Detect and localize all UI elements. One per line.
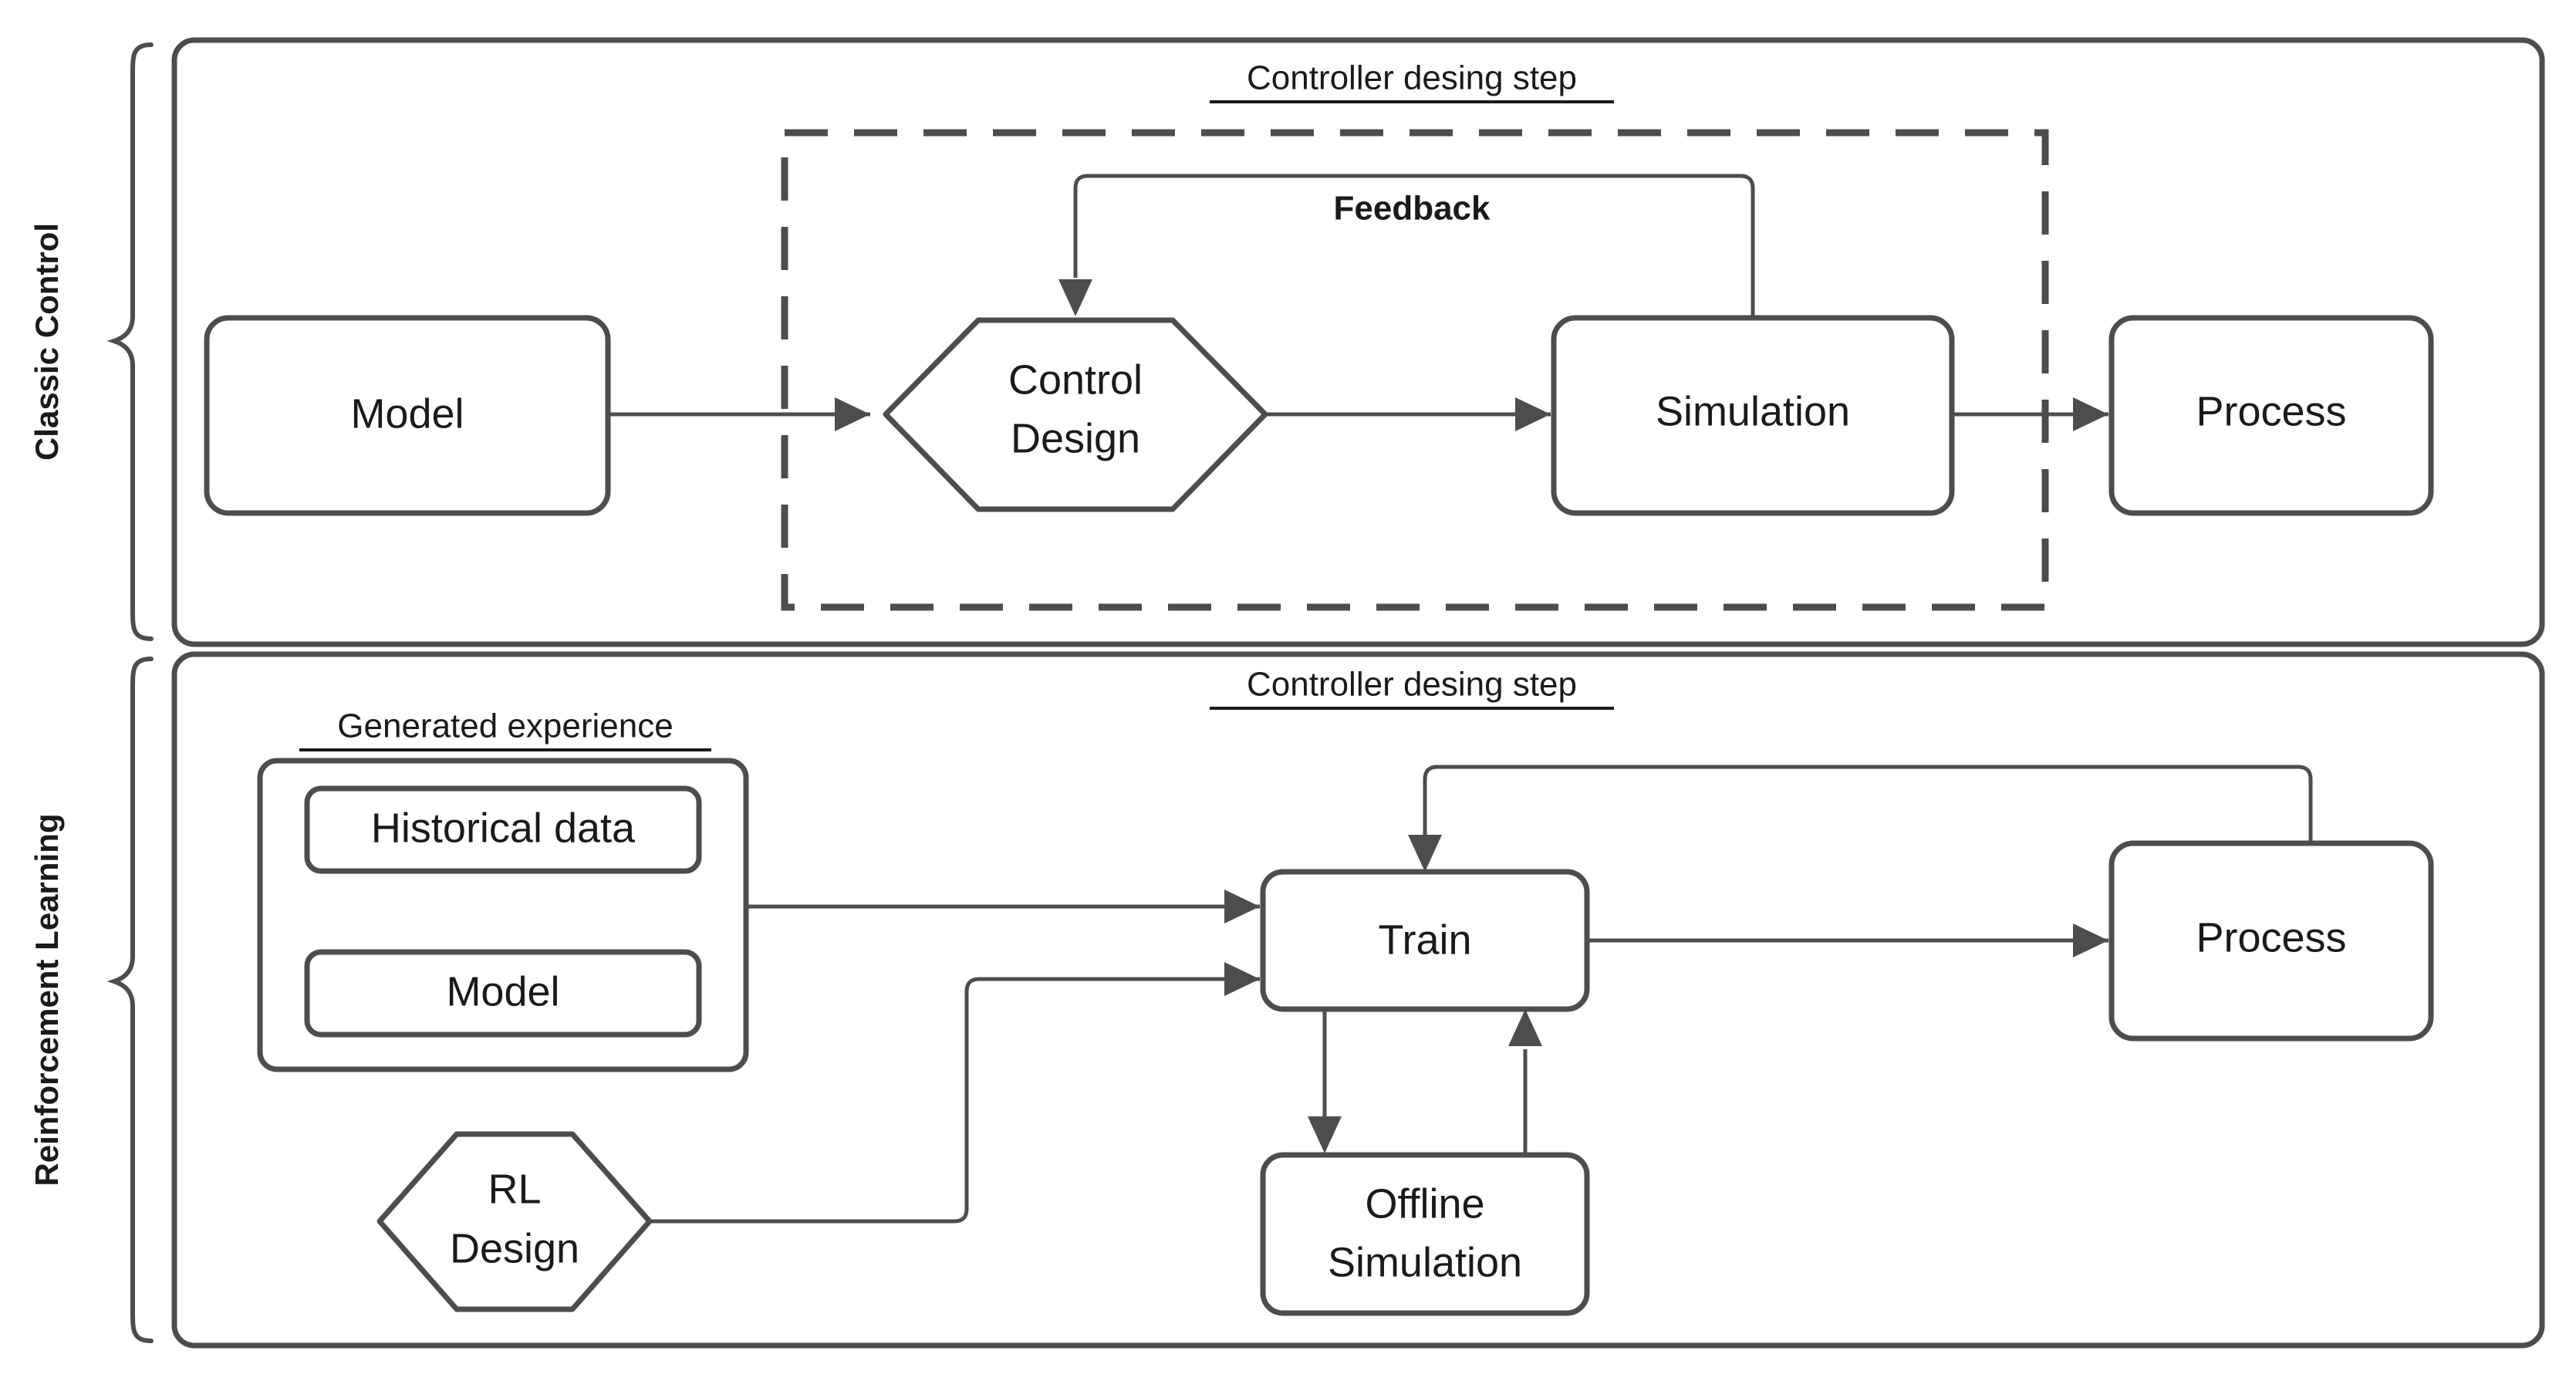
control-design-hexagon xyxy=(883,317,1268,512)
rl-process-box xyxy=(2108,840,2434,1042)
classic-model-label: Model xyxy=(350,390,464,437)
offline-simulation-label-line1: Offline xyxy=(1365,1180,1484,1227)
feedback-label: Feedback xyxy=(1334,190,1491,228)
classic-control-brace xyxy=(106,42,154,641)
rl-process-label: Process xyxy=(2196,914,2346,961)
classic-process-box xyxy=(2108,315,2434,516)
control-design-label-line1: Control xyxy=(1008,356,1143,403)
historical-data-box xyxy=(304,785,702,874)
offline-simulation-label-line2: Simulation xyxy=(1328,1239,1522,1285)
arrowhead-simulation-to-process xyxy=(2073,397,2108,431)
classic-control-side-label: Classic Control xyxy=(29,223,65,461)
rl-design-hexagon xyxy=(376,1131,653,1312)
classic-simulation-label: Simulation xyxy=(1656,388,1850,434)
reinforcement-learning-brace xyxy=(106,657,154,1343)
arrowhead-rl-design-to-train xyxy=(1224,962,1260,996)
classic-controller-design-step-label: Controller desing step xyxy=(1247,59,1577,97)
control-design-label-line2: Design xyxy=(1011,415,1140,461)
arrowhead-model-to-control-design xyxy=(835,397,870,431)
classic-process-label: Process xyxy=(2196,388,2346,434)
rl-design-label-line1: RL xyxy=(488,1166,541,1212)
arrowhead-experience-to-train xyxy=(1224,890,1260,923)
arrowhead-control-design-to-simulation xyxy=(1515,397,1551,431)
connector-rl-design-to-train xyxy=(650,977,1260,1224)
offline-simulation-box xyxy=(1260,1152,1590,1316)
train-label: Train xyxy=(1378,917,1471,963)
arrowhead-train-to-offline-simulation xyxy=(1308,1116,1342,1153)
connector-feedback-simulation-to-control-design xyxy=(1073,174,1755,318)
rl-controller-design-step-label: Controller desing step xyxy=(1247,666,1577,704)
arrowhead-feedback-to-control-design xyxy=(1058,279,1092,316)
generated-experience-label: Generated experience xyxy=(337,707,673,745)
historical-data-label: Historical data xyxy=(371,805,636,851)
reinforcement-learning-side-label: Reinforcement Learning xyxy=(29,813,65,1186)
arrowhead-rl-process-feedback-to-train xyxy=(1408,835,1442,872)
rl-model-label: Model xyxy=(446,968,559,1015)
arrowhead-train-to-rl-process xyxy=(2073,923,2108,957)
connector-rl-process-feedback-to-train xyxy=(1423,765,2313,843)
rl-model-box xyxy=(304,949,702,1038)
rl-design-label-line2: Design xyxy=(450,1225,579,1271)
arrowhead-offline-simulation-to-train xyxy=(1508,1009,1542,1046)
classic-controller-design-dashed-boundary xyxy=(781,129,2049,611)
